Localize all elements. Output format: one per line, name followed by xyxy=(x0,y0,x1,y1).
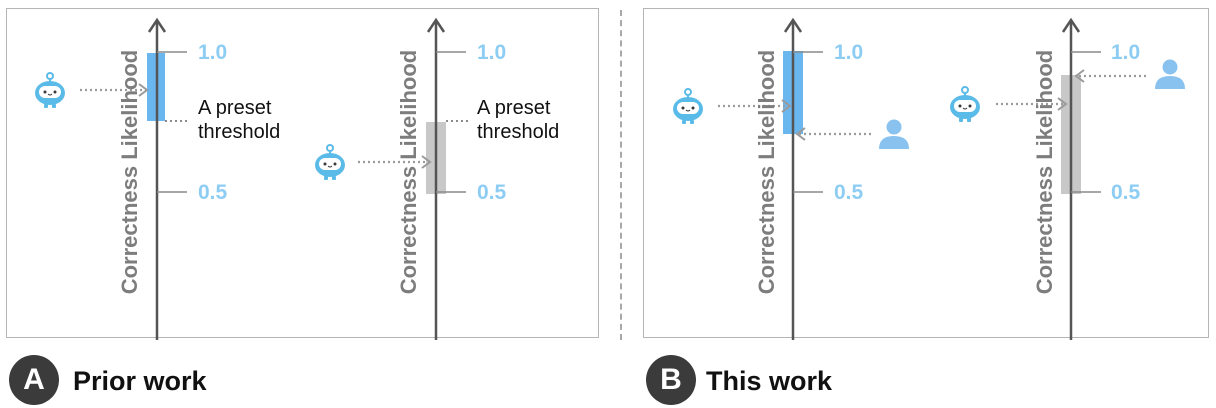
tick-label-high: 1.0 xyxy=(477,41,507,64)
tick-label-high: 1.0 xyxy=(1111,41,1141,64)
panel-divider xyxy=(620,10,622,340)
robot-arrowhead xyxy=(1057,97,1068,111)
axis-arrowhead xyxy=(1061,17,1081,33)
axis-label-correctness-likelihood: Correctness Likelihood xyxy=(117,49,142,295)
tick-label-high: 1.0 xyxy=(834,41,864,64)
person-icon xyxy=(879,119,909,149)
robot-icon xyxy=(950,86,980,122)
robot-arrowhead xyxy=(138,83,149,97)
tick-label-low: 0.5 xyxy=(198,181,228,204)
axis-arrowhead xyxy=(147,17,167,33)
axis-label-correctness-likelihood: Correctness Likelihood xyxy=(1032,49,1057,295)
person-arrowhead xyxy=(1074,69,1085,83)
robot-icon xyxy=(673,88,703,124)
person-icon xyxy=(1155,59,1185,89)
tick-label-low: 0.5 xyxy=(1111,181,1141,204)
panel-prior-work xyxy=(6,8,599,338)
panel-badge-a: A xyxy=(9,355,59,405)
caption-prior-work: Prior work xyxy=(73,366,207,396)
axis-label-correctness-likelihood: Correctness Likelihood xyxy=(754,49,779,295)
threshold-label: A preset threshold xyxy=(477,97,560,143)
robot-arrowhead xyxy=(781,99,792,113)
robot-arrowhead xyxy=(421,155,432,169)
axis-arrowhead xyxy=(783,17,803,33)
person-arrowhead xyxy=(795,127,806,141)
threshold-label: A preset threshold xyxy=(198,97,281,143)
panel-this-work xyxy=(643,8,1209,338)
tick-label-low: 0.5 xyxy=(477,181,507,204)
robot-icon xyxy=(35,72,65,108)
axis-label-correctness-likelihood: Correctness Likelihood xyxy=(396,49,421,295)
caption-this-work: This work xyxy=(706,366,833,396)
robot-icon xyxy=(315,144,345,180)
axis-arrowhead xyxy=(426,17,446,33)
tick-label-low: 0.5 xyxy=(834,181,864,204)
panel-badge-b: B xyxy=(646,355,696,405)
tick-label-high: 1.0 xyxy=(198,41,228,64)
